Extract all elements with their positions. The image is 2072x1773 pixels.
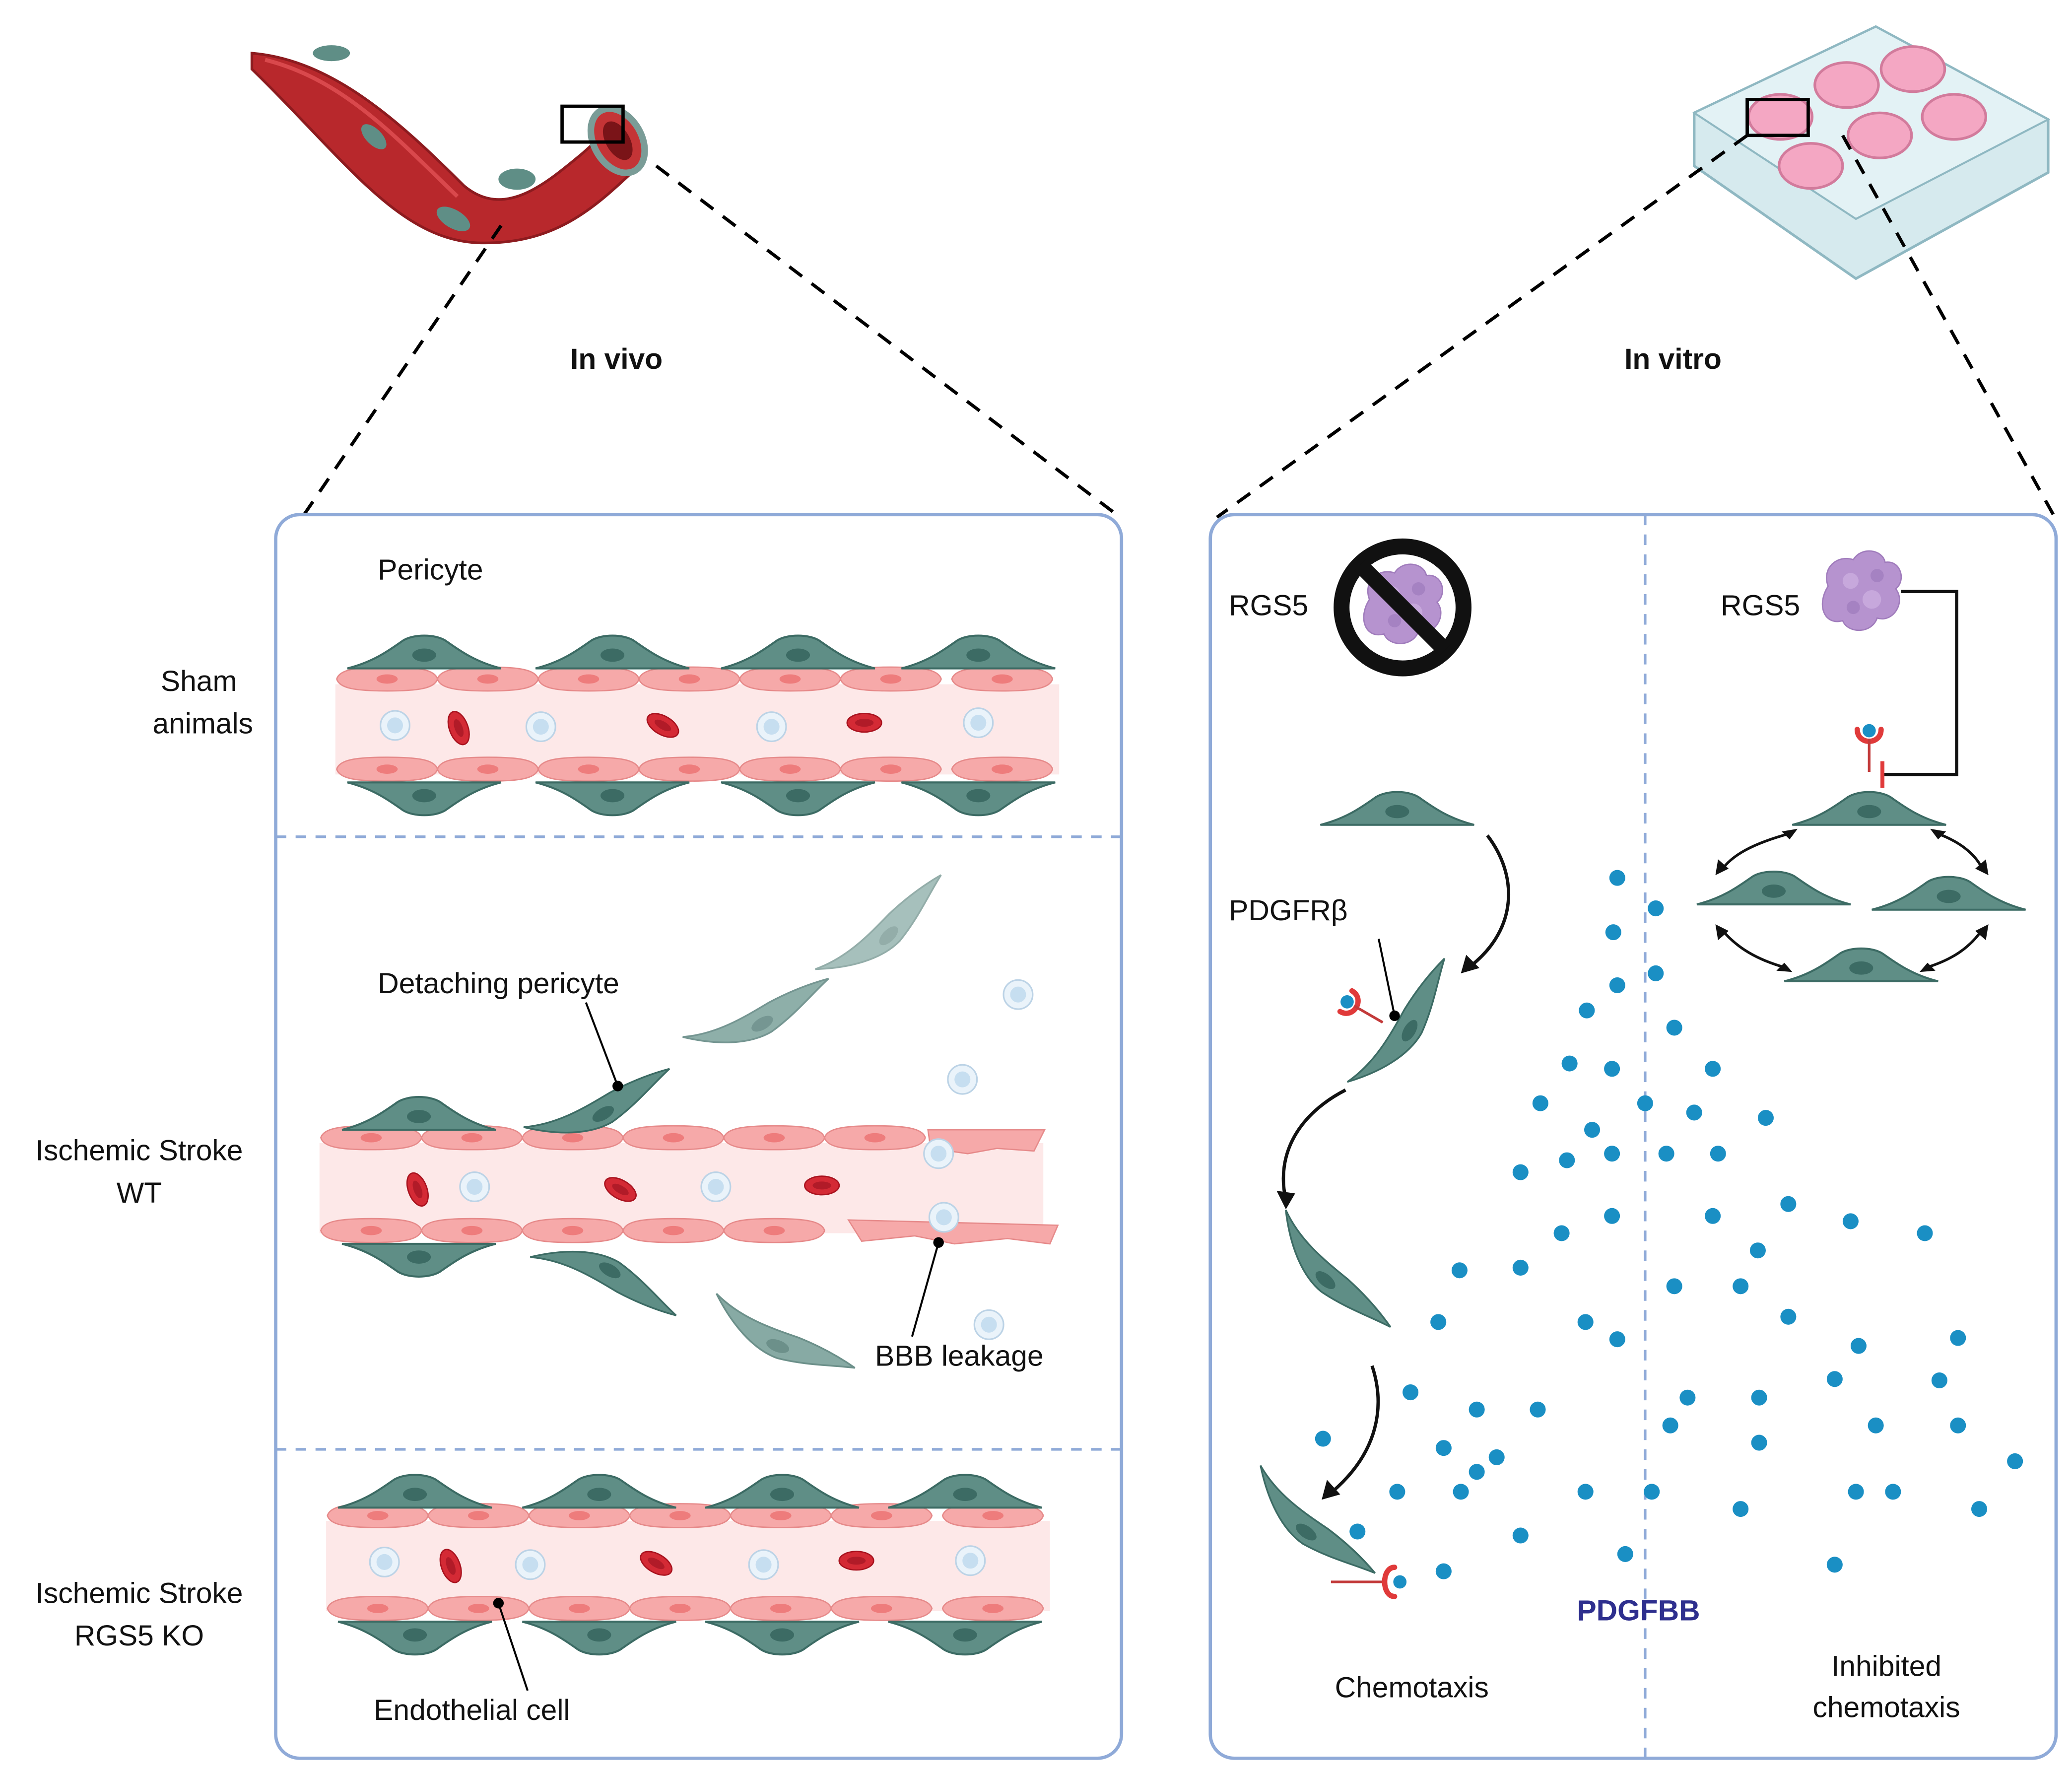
row-label-wt-line1: Ischemic Stroke — [36, 1135, 243, 1167]
pdgfbb-label: PDGFBB — [1577, 1594, 1700, 1627]
in-vivo-panel: Pericyte Sham animals Ischemic Stroke WT… — [36, 513, 1124, 1760]
rgs5-protein-icon — [1821, 550, 1902, 631]
row-label-sham-line1: Sham — [161, 665, 237, 697]
chemotaxis-label: Chemotaxis — [1335, 1671, 1489, 1704]
row-label-ko-line1: Ischemic Stroke — [36, 1577, 243, 1610]
pdgfr-receptor-icon — [1336, 988, 1389, 1033]
inhibited-label-line1: Inhibited — [1831, 1650, 1941, 1683]
blood-vessel-icon — [250, 45, 648, 245]
vessel-sham — [335, 635, 1060, 815]
in-vitro-panel: RGS5 RGS5 PDGFRβ — [1208, 513, 2058, 1760]
detaching-pericyte-label: Detaching pericyte — [378, 967, 619, 1000]
endothelial-cell-label: Endothelial cell — [374, 1694, 570, 1726]
in-vivo-label: In vivo — [570, 343, 663, 375]
in-vitro-label: In vitro — [1624, 343, 1722, 375]
zoom-lines — [301, 134, 2057, 519]
rgs5-present-label: RGS5 — [1721, 590, 1800, 622]
vessel-stroke-ko — [326, 1475, 1050, 1654]
pdgfbb-gradient — [1315, 870, 2023, 1579]
row-label-wt-line2: WT — [117, 1177, 162, 1209]
vessel-stroke-wt — [319, 874, 1059, 1410]
pericyte-label: Pericyte — [378, 554, 483, 586]
prohibited-icon — [1334, 538, 1471, 677]
inhibited-label-line2: chemotaxis — [1812, 1691, 1960, 1723]
row-label-ko-line2: RGS5 KO — [74, 1620, 204, 1652]
cell-culture-plate-icon — [1692, 25, 2051, 280]
row-label-sham-line2: animals — [152, 707, 253, 740]
pdgfrb-label: PDGFRβ — [1229, 894, 1347, 927]
rgs5-absent-label: RGS5 — [1229, 590, 1308, 622]
bbb-leakage-label: BBB leakage — [875, 1340, 1044, 1372]
